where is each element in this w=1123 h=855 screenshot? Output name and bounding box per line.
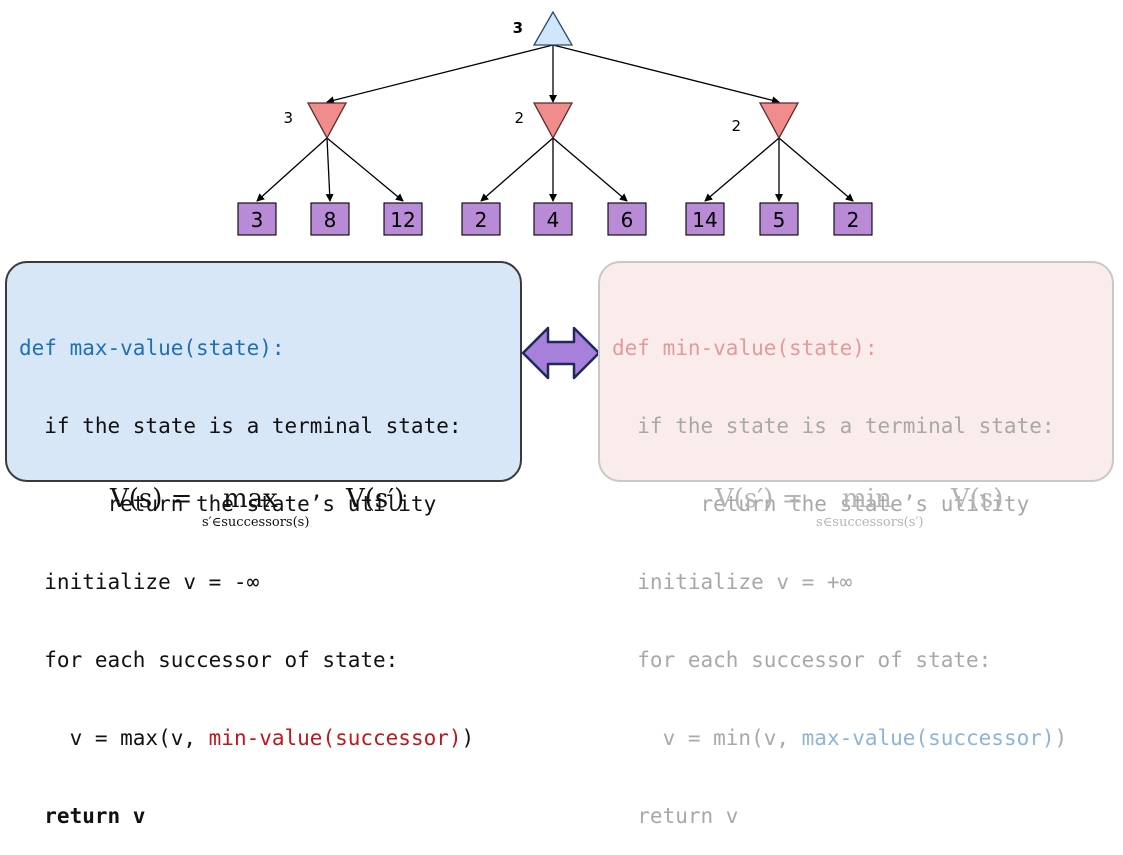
leaf-value-2-2: 4: [547, 208, 560, 232]
edge-root-to-min-1: [326, 44, 554, 105]
max-code-line-4: initialize v = -∞: [19, 570, 260, 594]
minimax-tree: 3 3 3 8 12 2 2 4 6 2 14 5 2: [237, 10, 873, 236]
leaf-value-2-1: 2: [475, 208, 488, 232]
leaf-node-2-3: [607, 202, 647, 236]
root-max-node: [532, 10, 574, 46]
min-code-line-7: return v: [612, 804, 739, 828]
root-value-label: 3: [513, 19, 523, 37]
max-line6-prefix: v = max(v,: [19, 726, 209, 750]
min-formula-subscript: s∈successors(s′): [816, 515, 924, 530]
max-def-keyword: def: [19, 336, 57, 360]
leaf-node-2-2: [533, 202, 573, 236]
edge-root-to-min-3: [552, 44, 780, 105]
max-code-line-6: v = max(v, min-value(successor)): [19, 725, 520, 751]
min-formula-operator: min: [842, 484, 892, 514]
max-line6-suffix: ): [461, 726, 475, 750]
min-code-line-1: def min-value(state):: [612, 335, 1112, 361]
leaf-node-1-1: [237, 202, 277, 236]
max-code-line-5: for each successor of state:: [19, 648, 399, 672]
min-line6-prefix: v = min(v,: [612, 726, 802, 750]
max-min-value-call: min-value(successor): [208, 726, 462, 750]
min-node-3: [758, 102, 800, 140]
min-line6-suffix: ): [1054, 726, 1068, 750]
leaf-value-1-2: 8: [324, 208, 337, 232]
leaf-node-3-2: [759, 202, 799, 236]
leaf-value-3-3: 2: [847, 208, 860, 232]
min-node-2-value-label: 2: [514, 109, 524, 127]
min-code-line-4: initialize v = +∞: [612, 570, 853, 594]
double-arrow-icon: [521, 326, 601, 380]
min-function-signature: min-value(state):: [649, 336, 878, 360]
min-formula-lhs: V(s′) =: [715, 484, 804, 514]
max-value-formula: V(s) = max V(s′) s′∈successors(s): [110, 484, 430, 534]
max-code-line-3: return the state’s utility: [19, 492, 437, 516]
min-code-line-5: for each successor of state:: [612, 648, 992, 672]
edge-min-1-to-leaf-2: [325, 137, 334, 202]
min-node-3-value-label: 2: [731, 117, 741, 135]
min-node-1: [306, 102, 348, 140]
edge-min-1-to-leaf-1: [256, 137, 328, 202]
leaf-node-1-2: [310, 202, 350, 236]
leaf-value-2-3: 6: [621, 208, 634, 232]
max-formula-subscript: s′∈successors(s): [202, 515, 310, 530]
max-function-signature: max-value(state):: [56, 336, 285, 360]
min-value-code-box: def min-value(state): if the state is a …: [598, 261, 1114, 828]
edge-min-3-to-leaf-3: [778, 137, 854, 202]
max-code-line-2: if the state is a terminal state:: [19, 414, 462, 438]
edge-min-3-to-leaf-1: [704, 137, 780, 202]
max-value-code-box: def max-value(state): if the state is a …: [5, 261, 522, 828]
leaf-value-1-1: 3: [251, 208, 264, 232]
leaf-node-3-3: [833, 202, 873, 236]
min-value-formula: V(s′) = min V(s) s∈successors(s′): [715, 484, 1035, 534]
min-code-line-6: v = min(v, max-value(successor)): [612, 725, 1112, 751]
edge-min-2-to-leaf-3: [552, 137, 628, 202]
leaf-value-1-3: 12: [390, 208, 415, 232]
min-code-line-3: return the state’s utility: [612, 492, 1030, 516]
leaf-node-2-1: [461, 202, 501, 236]
leaf-value-3-1: 14: [692, 208, 717, 232]
max-formula-lhs: V(s) =: [110, 484, 193, 514]
max-code-line-7: return v: [19, 804, 146, 828]
min-max-value-call: max-value(successor): [801, 726, 1055, 750]
leaf-node-1-3: [383, 202, 423, 236]
min-def-keyword: def: [612, 336, 650, 360]
edge-min-2-to-leaf-1: [480, 137, 554, 202]
leaf-node-3-1: [685, 202, 725, 236]
min-node-2: [532, 102, 574, 140]
max-formula-rhs: V(s′): [346, 484, 405, 514]
min-code-line-2: if the state is a terminal state:: [612, 414, 1055, 438]
max-code-line-1: def max-value(state):: [19, 335, 520, 361]
min-formula-rhs: V(s): [951, 484, 1004, 514]
leaf-value-3-2: 5: [773, 208, 786, 232]
edge-min-1-to-leaf-3: [326, 137, 404, 202]
max-formula-operator: max: [223, 484, 278, 514]
min-node-1-value-label: 3: [283, 109, 293, 127]
